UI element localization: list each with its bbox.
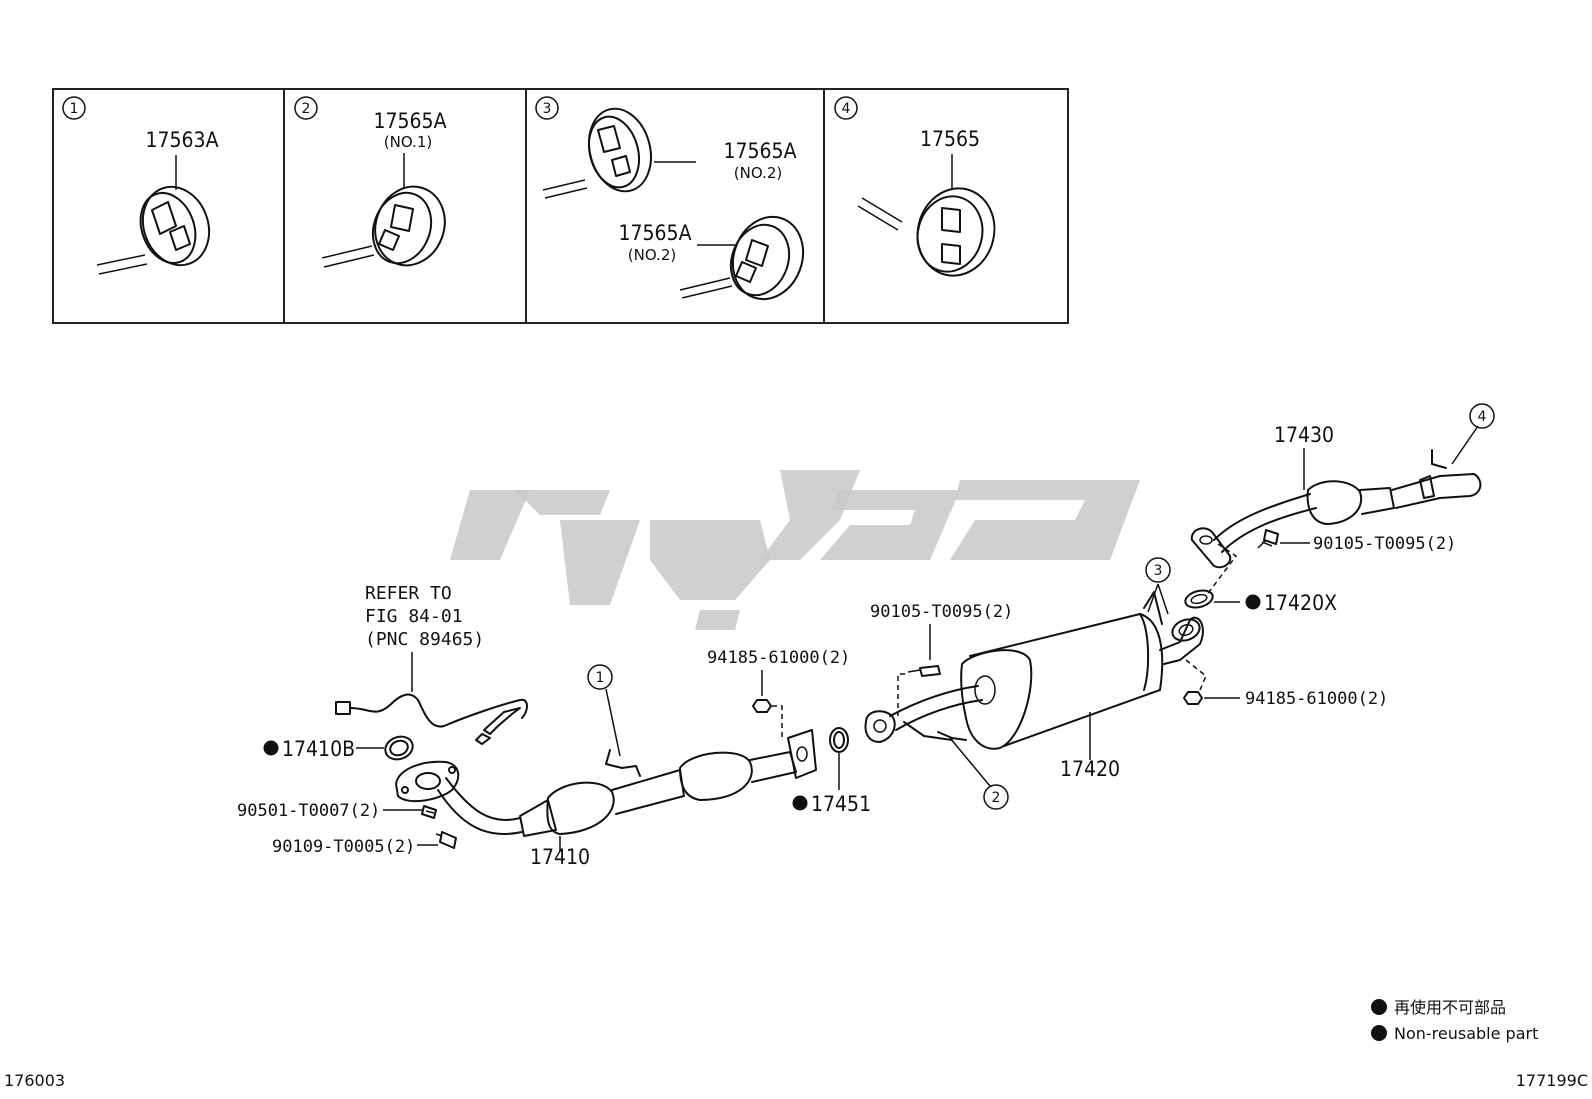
hanger-17565A-no2-upper <box>588 107 652 193</box>
hanger-bracket-2 <box>937 731 967 741</box>
legend-dot-jp <box>1371 999 1387 1015</box>
bolt-90105-left <box>919 665 941 677</box>
legend-dot-en <box>1371 1025 1387 1041</box>
callout-2: 2 <box>992 790 1001 806</box>
hanger-bracket-1 <box>605 749 641 777</box>
inset-2: 2 17565A (NO.1) <box>294 96 447 268</box>
inset-3-number: 3 <box>543 101 552 117</box>
callout-3: 3 <box>1154 563 1163 579</box>
label-17451: 17451 <box>811 792 871 816</box>
inset-2-sub-label: (NO.1) <box>384 133 432 151</box>
corner-code-right: 177199C <box>1516 1071 1588 1090</box>
label-90109: 90109-T0005(2) <box>272 837 415 857</box>
front-pipe-17410 <box>437 729 817 837</box>
legend-en: Non-reusable part <box>1394 1024 1538 1043</box>
inset-3-sub2-label: (NO.2) <box>628 246 676 264</box>
inset-1-number: 1 <box>70 101 79 117</box>
inset-4-number: 4 <box>842 101 851 117</box>
inset-3: 3 17565A (NO.2) 17565A (NO.2) <box>535 96 805 301</box>
refer-to-line2: FIG 84-01 <box>365 606 463 627</box>
watermark-logo <box>450 470 1140 630</box>
label-90501: 90501-T0007(2) <box>237 801 380 821</box>
label-17430: 17430 <box>1274 423 1334 447</box>
label-17410: 17410 <box>530 845 590 869</box>
gasket-17410B <box>384 735 414 761</box>
inset-3-part-label: 17565A <box>723 139 796 163</box>
bolt-90109 <box>435 831 457 849</box>
inset-frame <box>52 88 1069 324</box>
hanger-17565A-no1 <box>371 185 446 267</box>
label-90105-left: 90105-T0095(2) <box>870 602 1013 622</box>
label-94185-right: 94185-61000(2) <box>1245 689 1388 709</box>
inset-3-part2-label: 17565A <box>618 221 691 245</box>
inset-3-sub-label: (NO.2) <box>734 164 782 182</box>
hanger-17565A-no2-lower <box>729 215 805 301</box>
inset-1: 1 17563A <box>62 96 219 275</box>
nut-94185-left <box>752 699 772 713</box>
inset-1-part-label: 17563A <box>145 128 218 152</box>
inset-2-part-label: 17565A <box>373 109 446 133</box>
legend: 再使用不可部品 Non-reusable part <box>1371 998 1538 1043</box>
inset-4: 4 17565 <box>834 96 996 277</box>
nut-94185-right <box>1183 691 1203 705</box>
tail-pipe-17430 <box>1190 449 1482 569</box>
corner-code-left: 176003 <box>4 1071 65 1090</box>
non-reusable-dot-17410B <box>263 740 279 756</box>
inset-2-number: 2 <box>302 101 311 117</box>
non-reusable-dot-17451 <box>792 795 808 811</box>
label-17420X: 17420X <box>1264 591 1337 615</box>
callout-1: 1 <box>596 670 605 686</box>
label-90105-right: 90105-T0095(2) <box>1313 534 1456 554</box>
legend-jp: 再使用不可部品 <box>1394 998 1506 1017</box>
refer-to-line1: REFER TO <box>365 583 452 604</box>
callout-4: 4 <box>1478 409 1487 425</box>
gasket-17451 <box>829 727 849 753</box>
label-17410B: 17410B <box>282 737 355 761</box>
inset-4-part-label: 17565 <box>920 127 980 151</box>
label-94185-left: 94185-61000(2) <box>707 648 850 668</box>
muffler-17420 <box>864 591 1204 750</box>
non-reusable-dot-17420X <box>1245 594 1261 610</box>
front-flange <box>395 760 460 803</box>
hanger-17565 <box>916 187 996 277</box>
refer-to-line3: (PNC 89465) <box>365 629 484 650</box>
gasket-17420X <box>1184 589 1214 609</box>
oxygen-sensor <box>335 652 528 745</box>
bolt-90105-right <box>1263 529 1279 545</box>
hanger-17563A <box>139 185 211 267</box>
label-17420: 17420 <box>1060 757 1120 781</box>
stud-90501 <box>421 805 437 819</box>
